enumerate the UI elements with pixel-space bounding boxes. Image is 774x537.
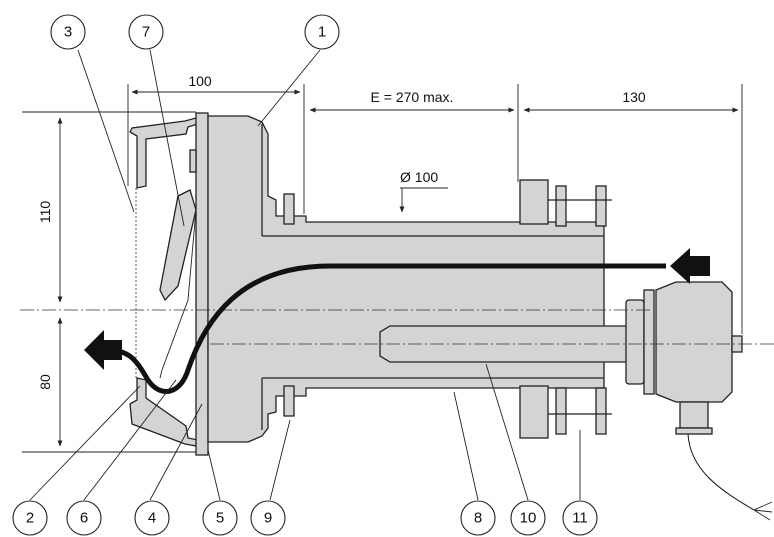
sliding-flange [519, 179, 612, 439]
callout-label-8: 8 [474, 510, 482, 527]
callout-label-10: 10 [520, 510, 537, 527]
dim-110: 110 [22, 111, 196, 303]
callout-4: 4 [134, 500, 170, 536]
center-lines [20, 309, 774, 345]
callout-label-4: 4 [148, 510, 156, 527]
cable-path [84, 248, 710, 394]
dim-130: 130 [523, 84, 743, 334]
callout-5: 5 [202, 500, 238, 536]
callout-1: 1 [304, 14, 340, 50]
connection-head [625, 281, 773, 521]
callout-label-9: 9 [264, 510, 272, 527]
callout-label-1: 1 [318, 24, 326, 41]
callout-label-7: 7 [142, 24, 150, 41]
leader-lines [29, 49, 581, 501]
callout-6: 6 [66, 500, 102, 536]
callout-8: 8 [460, 500, 496, 536]
wall-section [129, 117, 199, 447]
dim-label-80: 80 [37, 374, 53, 390]
dim-80: 80 [22, 317, 196, 453]
callout-7: 7 [128, 14, 164, 50]
damper-flap [159, 189, 197, 379]
dim-label-100: 100 [188, 73, 212, 89]
dim-label-130: 130 [622, 89, 646, 105]
flow-arrow-out-icon [84, 330, 122, 370]
dim-270: E = 270 max. [309, 84, 519, 182]
callout-label-5: 5 [216, 510, 224, 527]
callout-11: 11 [562, 500, 598, 536]
callout-2: 2 [12, 500, 48, 536]
dim-label-110: 110 [37, 201, 53, 224]
callout-label-2: 2 [26, 510, 34, 527]
dim-label-e270: E = 270 max. [371, 89, 454, 105]
callout-3: 3 [50, 14, 86, 50]
callout-label-3: 3 [64, 24, 72, 41]
dim-label-diameter: Ø 100 [400, 169, 438, 185]
flow-arrow-in-icon [670, 248, 710, 284]
dim-100: 100 [127, 73, 305, 214]
callout-10: 10 [510, 500, 546, 536]
callout-label-6: 6 [80, 510, 88, 527]
callout-9: 9 [250, 500, 286, 536]
callout-label-11: 11 [572, 510, 588, 527]
dim-diameter: Ø 100 [399, 169, 448, 213]
